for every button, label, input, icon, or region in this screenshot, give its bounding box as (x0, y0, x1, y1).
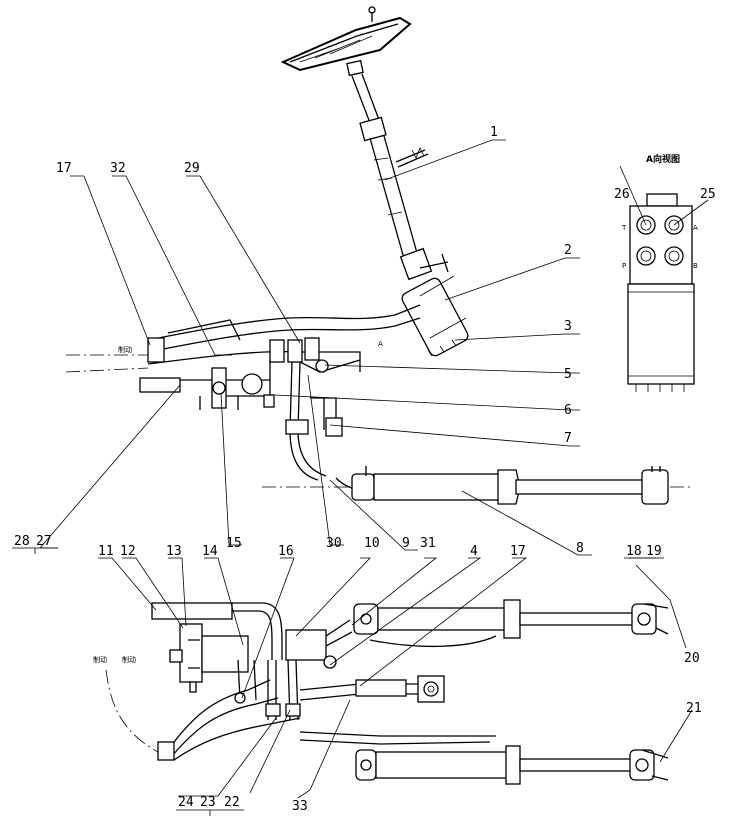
callout-6: 6 (564, 403, 572, 418)
callout-18: 18 (626, 544, 642, 559)
callout-9: 9 (402, 536, 410, 551)
callout-10: 10 (364, 536, 380, 551)
callout-11: 11 (98, 544, 114, 559)
callout-33: 33 (292, 799, 308, 814)
lower-pump-valve-assembly: 制动 制动 (93, 602, 353, 761)
port-a-tag: A (378, 340, 383, 348)
upper-steering-cylinder (262, 466, 690, 505)
group-bracket-28-27 (12, 547, 58, 554)
port-fittings (636, 215, 684, 266)
lower-left-tag-1: 制动 (93, 655, 107, 664)
lower-cylinder-lower (299, 731, 669, 785)
callout-16: 16 (278, 544, 294, 559)
a-view-title: A向视图 (646, 153, 680, 165)
callout-32: 32 (110, 161, 126, 176)
lower-cylinder-middle (299, 675, 445, 703)
callout-17-lower: 17 (510, 544, 526, 559)
lower-left-tag-2: 制动 (122, 655, 136, 664)
steering-gear-unit (401, 275, 469, 357)
callout-12: 12 (120, 544, 136, 559)
callout-13: 13 (166, 544, 182, 559)
leader-lines (39, 139, 709, 799)
callout-20: 20 (684, 651, 700, 666)
callout-21: 21 (686, 701, 702, 716)
port-a-label: A (693, 224, 698, 232)
callout-4: 4 (470, 544, 478, 559)
callout-5: 5 (564, 367, 572, 382)
callout-28: 28 (14, 534, 30, 549)
callout-numbers: 1 2 3 5 6 7 8 9 10 11 12 13 14 15 16 17 … (14, 125, 716, 814)
callout-19: 19 (646, 544, 662, 559)
a-view-detail: A向视图 T A P B (621, 153, 698, 392)
callout-7: 7 (564, 431, 572, 446)
callout-2: 2 (564, 243, 572, 258)
callout-1: 1 (490, 125, 498, 140)
callout-14: 14 (202, 544, 218, 559)
callout-8: 8 (576, 541, 584, 556)
steering-wheel (280, 6, 412, 77)
port-t-label: T (621, 224, 627, 232)
callout-29: 29 (184, 161, 200, 176)
port-p-label: P (622, 262, 626, 270)
callout-17-upper: 17 (56, 161, 72, 176)
lower-cylinder-upper (353, 599, 669, 648)
callout-22: 22 (224, 795, 240, 810)
callout-25: 25 (700, 187, 716, 202)
callout-27: 27 (36, 534, 52, 549)
callout-15: 15 (226, 536, 242, 551)
callout-31: 31 (420, 536, 436, 551)
callout-23: 23 (200, 795, 216, 810)
group-bracket-24-23-22 (176, 809, 244, 816)
callout-26: 26 (614, 187, 630, 202)
callout-24: 24 (178, 795, 194, 810)
callout-3: 3 (564, 319, 572, 334)
callout-30: 30 (326, 536, 342, 551)
port-b-label: B (693, 262, 698, 270)
upper-left-tag: 制动 (118, 345, 132, 354)
upper-hose-assembly: 制动 A (65, 304, 421, 481)
steering-column (351, 73, 449, 281)
